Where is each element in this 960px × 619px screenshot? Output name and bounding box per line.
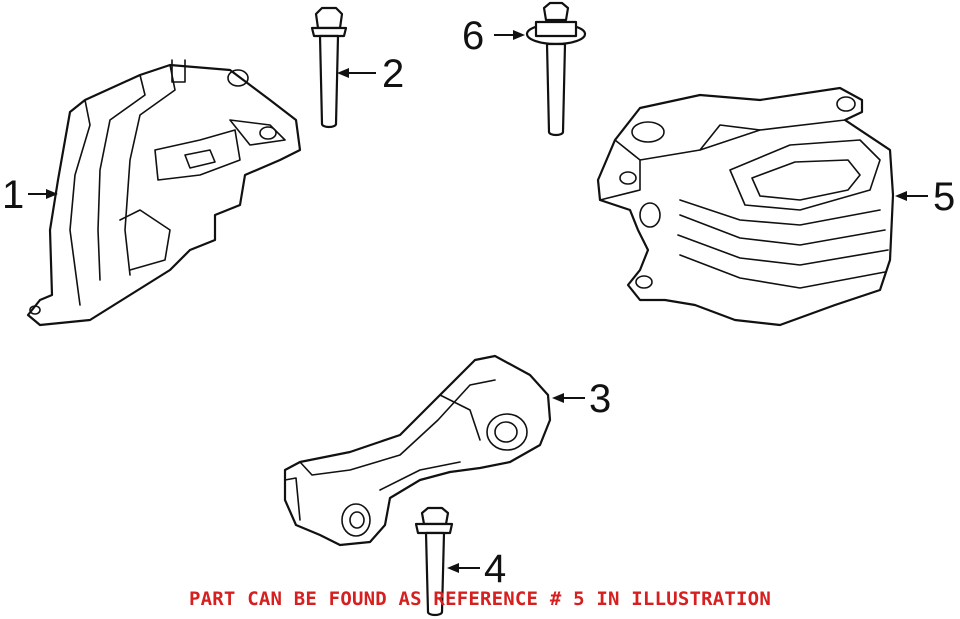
leader-4 <box>447 563 480 573</box>
part-2-bolt <box>310 6 348 129</box>
leader-2 <box>337 68 376 78</box>
part-5-transmission-mount <box>596 86 895 327</box>
leader-3 <box>552 393 585 403</box>
part-3-torque-rod <box>283 354 552 547</box>
leader-5 <box>895 191 928 201</box>
callout-label-6: 6 <box>462 14 484 58</box>
reference-notice: PART CAN BE FOUND AS REFERENCE # 5 IN IL… <box>189 588 771 610</box>
callout-label-5: 5 <box>933 175 955 219</box>
part-1-engine-mount-bracket <box>26 59 302 327</box>
leader-6 <box>494 30 525 40</box>
callout-label-4: 4 <box>484 547 506 591</box>
callout-label-1: 1 <box>2 173 24 217</box>
part-6-flange-bolt <box>525 1 587 137</box>
callout-label-3: 3 <box>589 377 611 421</box>
part-4-bolt <box>414 506 454 617</box>
callout-label-2: 2 <box>382 52 404 96</box>
leader-1 <box>28 189 58 199</box>
